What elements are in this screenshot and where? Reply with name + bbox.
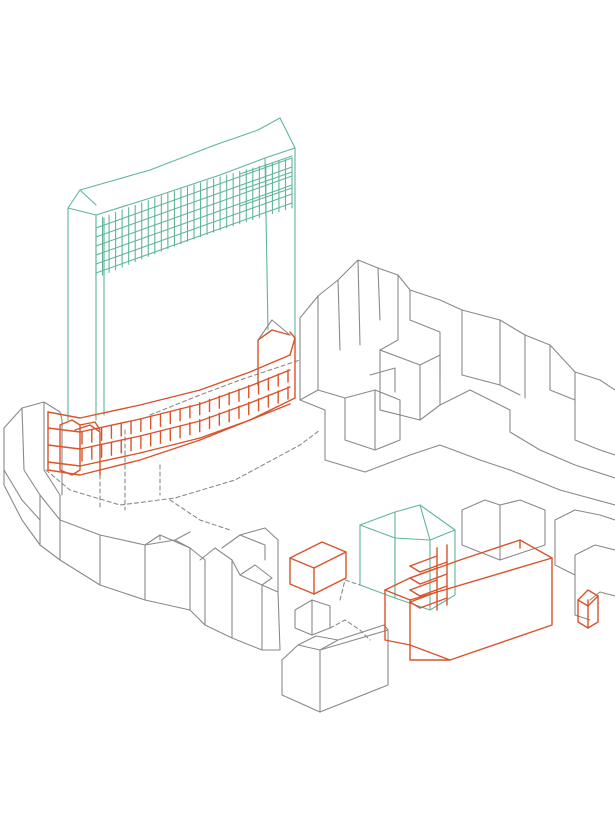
south-row-houses (144, 527, 281, 651)
floor-plate (419, 561, 448, 573)
floor-plate (409, 601, 421, 609)
wing-slab (139, 437, 201, 454)
wing-slab (47, 444, 81, 450)
floor-plate (409, 555, 438, 567)
central-urban-block (299, 259, 551, 473)
tower-band (95, 175, 293, 247)
floor-plate (409, 565, 421, 573)
floor-plate (419, 573, 448, 585)
wing-slab (199, 419, 251, 439)
proposed-curved-wing (47, 319, 296, 476)
tower-band (95, 157, 293, 229)
stacked-floor-plates (409, 555, 448, 609)
dashed-footprints (45, 359, 371, 641)
floor-plate (419, 597, 448, 609)
wing-slab (199, 385, 251, 405)
wing-slab (249, 403, 291, 421)
floor-plate (409, 589, 421, 597)
proposed-tower (67, 117, 296, 421)
tower-band (95, 193, 293, 265)
tower-band (95, 202, 293, 274)
tower-band (95, 184, 293, 256)
wing-slab (199, 402, 251, 422)
existing-buildings (3, 259, 615, 713)
wing-slab (249, 369, 291, 387)
tower-facade-grid (95, 155, 293, 279)
proposed-red-box-small (289, 541, 347, 595)
tower-band-upper (239, 155, 293, 175)
floor-plate (409, 591, 438, 603)
wing-slab (47, 427, 81, 433)
wing-slab (79, 435, 141, 450)
floor-plate (409, 577, 421, 585)
tower-band (95, 166, 293, 238)
wing-slab (249, 386, 291, 404)
courtyard-edges (174, 389, 319, 541)
wing-floor-slabs (47, 369, 291, 467)
floor-plate (409, 567, 438, 579)
proposed-green-pavilion (359, 504, 456, 611)
front-gabled-house (281, 599, 389, 713)
west-perimeter-block (3, 401, 176, 601)
wing-slab (47, 461, 81, 467)
proposed-red-kiosk (577, 589, 599, 629)
wing-columns (81, 369, 289, 462)
proposed-red-block-large (384, 539, 553, 661)
tower-band-upper (239, 187, 293, 207)
wing-slab (79, 452, 141, 467)
floor-plate (419, 585, 448, 597)
east-block (461, 344, 615, 621)
wing-slab (79, 418, 141, 433)
floor-plate (409, 579, 438, 591)
tower-band-upper (239, 171, 293, 191)
